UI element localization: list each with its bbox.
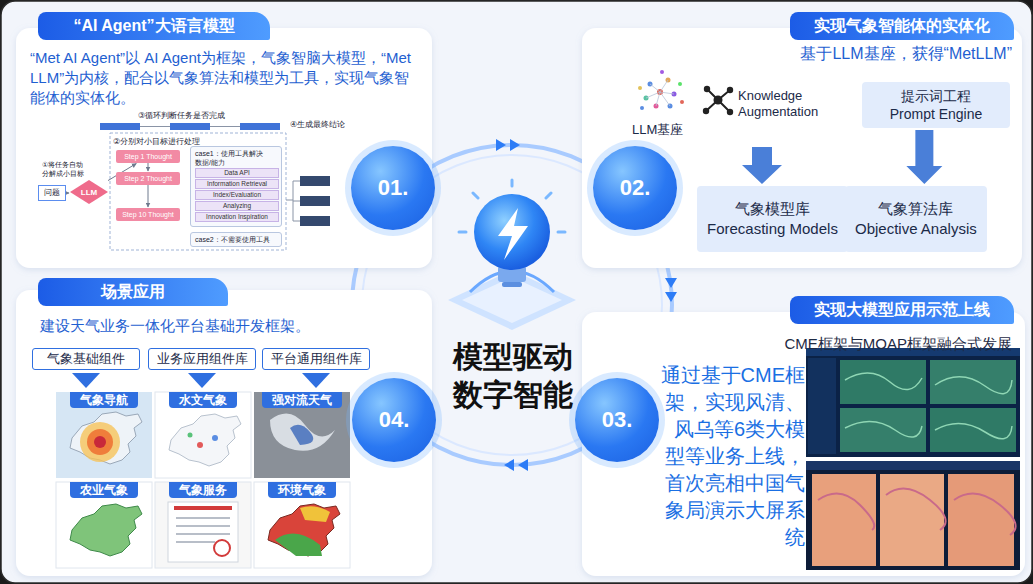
header-tab: 场景应用 [38,278,228,306]
scene-tile: 水文气象 [155,392,251,478]
scene-tile: 农业气象 [56,482,152,568]
node-text: 水文气象 [169,392,237,408]
connector-arrow [148,163,149,171]
component-tab: 平台通用组件库 [262,348,370,370]
header-tab: 实现大模型应用示范上线 [790,296,1014,324]
node-text: 场景应用 [101,282,165,303]
label-text: ①将任务自动分解成小目标 [42,160,86,178]
tool-box: Data API [195,168,279,178]
label-text: LLM基座 [632,122,683,138]
node-text: Analyzing [199,202,275,210]
case-box: case2：不需要使用工具 [190,232,282,247]
node-text: 02. [620,175,651,201]
step-box: Step 2 Thought [116,172,180,185]
prompt-box: 提示词工程Prompt Engine [862,82,1010,128]
node-text: “AI Agent”大语言模型 [73,16,234,37]
node-text: 01. [378,175,409,201]
tool-box: Analyzing [195,201,279,211]
node-text: Forecasting Models [707,219,838,239]
node-text: Prompt Engine [890,105,983,123]
node-text: 农业气象 [70,482,138,498]
tool-box: Index/Evaluation [195,190,279,200]
node-text: Index/Evaluation [199,191,275,199]
node-text: 建设天气业务一体化平台基础开发框架。 [40,316,420,336]
llm-diamond: LLM [70,180,108,204]
node-text: 基于LLM基座，获得“MetLLM” [760,44,1012,64]
node-text: 实现气象智能体的实体化 [814,16,990,37]
node-text: CME框架与MOAP框架融合式发展 [750,334,1012,353]
node-text: Data API [199,169,275,177]
label-text: ②分别对小目标进行处理 [113,137,200,147]
content-panel: “AI Agent”大语言模型问题LLMStep 1 ThoughtStep 2… [16,28,432,268]
case-box: Data API Information RetrievalIndex/Evalu… [190,146,282,227]
node-text: 气象算法库 [878,199,953,219]
scene-tile: 环境气象 [254,482,350,568]
node-text: “Met AI Agent”以 AI Agent为框架，气象智脑大模型，“Met… [30,48,422,108]
label-text: ④生成最终结论 [290,120,345,130]
node-text: 平台通用组件库 [271,350,362,368]
label-text: ③循环判断任务是否完成 [138,111,225,121]
node-text: 气象基础组件 [47,350,125,368]
node-text: 实现大模型应用示范上线 [814,300,990,321]
step-circle: 04. [352,378,436,462]
node-text: 气象服务 [169,482,237,498]
label-text: Knowledge Augmentation [738,88,834,120]
step-box: Step 1 Thought [116,150,180,163]
node-text: 气象导航 [70,392,138,408]
node-text: 业务应用组件库 [157,350,248,368]
node-text: 04. [379,407,410,433]
node-text: 03. [602,407,633,433]
node-text: 环境气象 [268,482,336,498]
library-box: 气象算法库Objective Analysis [845,186,987,252]
header-tab: “AI Agent”大语言模型 [38,12,270,40]
tool-box: Information Retrieval [195,179,279,189]
node-text: 强对流天气 [262,392,342,408]
step-box: Step 10 Thought [116,208,180,221]
header-tab: 实现气象智能体的实体化 [790,12,1014,40]
connector-arrow [148,185,149,207]
node-text: Step 2 Thought [120,174,176,183]
node-text: case2：不需要使用工具 [195,235,277,244]
scene-tile: 强对流天气 [254,392,350,478]
connector-arrow [66,193,69,194]
node-text: Step 1 Thought [120,152,176,161]
step-circle: 02. [593,146,677,230]
label-text: 模型驱动 数字智能 [450,338,576,414]
node-text: case1：使用工具解决 [195,149,277,158]
node-text: Objective Analysis [855,219,977,239]
step-circle: 03. [575,378,659,462]
node-text: 气象模型库 [735,199,810,219]
node-text: 通过基于CME框架，实现风清、风乌等6类大模型等业务上线，首次亮相中国气象局演示… [660,362,805,551]
node-text: Step 10 Thought [120,210,176,219]
tool-box: Innovation Inspiration [195,212,279,222]
step-circle: 01. [351,146,435,230]
node-text: LLM [81,188,97,197]
node-text: 提示词工程 [901,87,971,105]
diamond-outline [70,180,108,204]
input-box: 问题 [38,185,66,201]
scene-tile: 气象导航 [56,392,152,478]
block-arrow [906,130,942,184]
node-text: 数据/能力 [195,158,277,167]
node-text: 问题 [44,188,60,198]
component-tab: 气象基础组件 [32,348,140,370]
library-box: 气象模型库Forecasting Models [697,186,848,252]
node-text: Information Retrieval [199,180,275,188]
node-text: Innovation Inspiration [199,213,275,221]
component-tab: 业务应用组件库 [148,348,256,370]
scene-tile: 气象服务 [155,482,251,568]
